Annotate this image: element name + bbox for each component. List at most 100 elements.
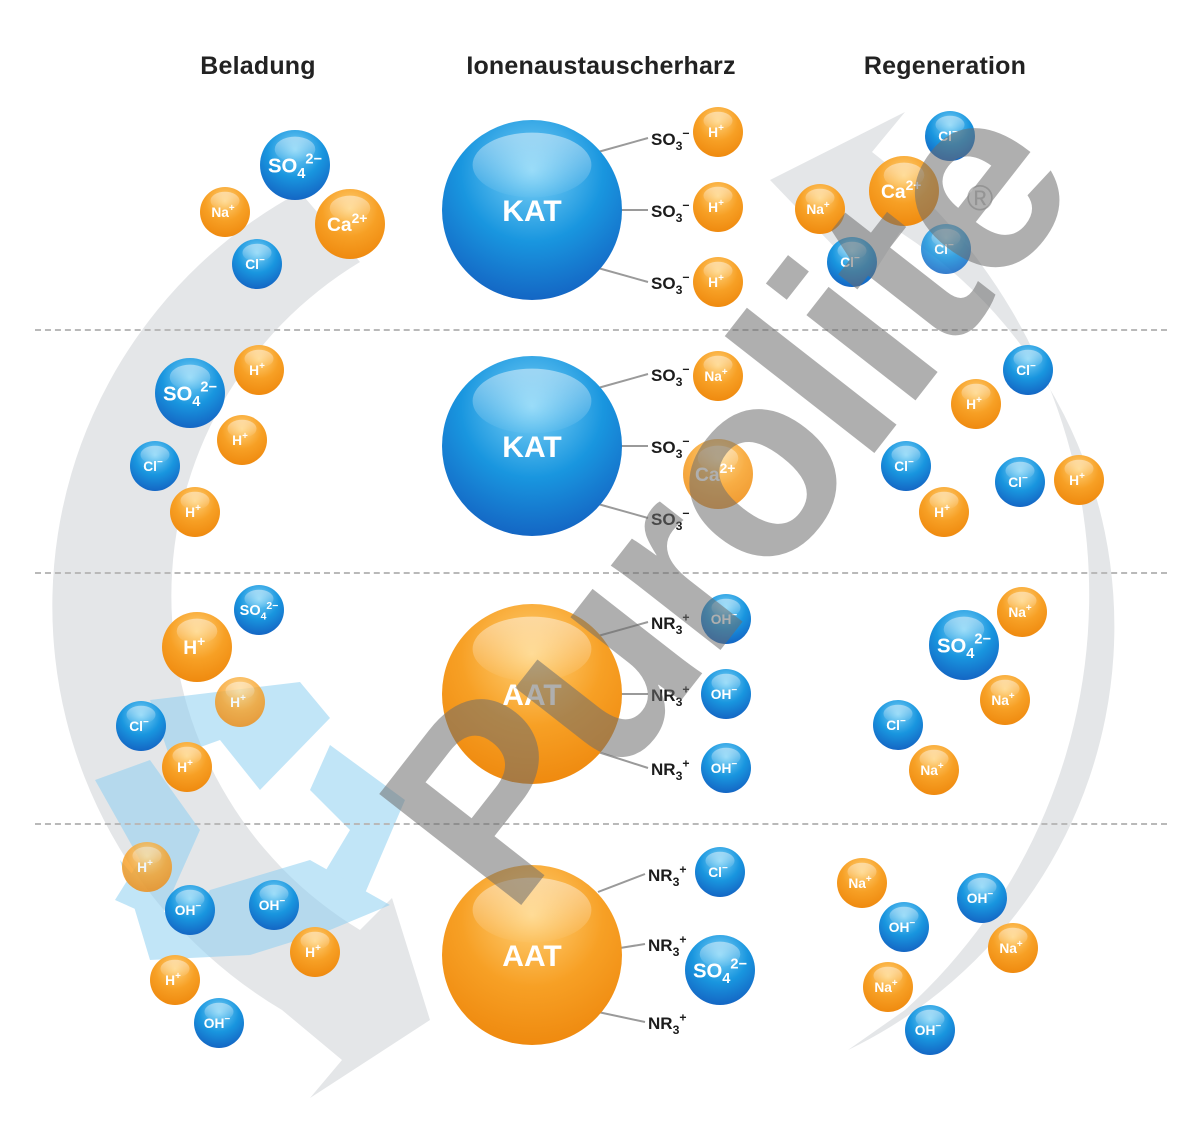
ion-highlight — [935, 115, 965, 134]
bond-line — [597, 621, 649, 637]
ion-cl: Cl− — [995, 457, 1045, 507]
ion-na: Na+ — [909, 745, 959, 795]
resin-bead-kat: SO3−SO3−SO3−KAT — [442, 120, 690, 300]
ion-highlight — [259, 884, 289, 903]
ion-oh: OH− — [701, 743, 751, 793]
bead-label: AAT — [502, 940, 561, 973]
ion-label: Cl− — [840, 253, 860, 270]
ion-h: H+ — [951, 379, 1001, 429]
functional-group-label: NR3+ — [651, 683, 690, 709]
ion-highlight — [703, 355, 733, 374]
ion-label: Ca2+ — [327, 210, 367, 236]
ion-label: OH− — [889, 918, 916, 935]
bead-highlight — [472, 616, 592, 682]
bead-label: KAT — [502, 431, 561, 464]
ion-label: OH− — [711, 685, 738, 702]
ion-h: H+ — [693, 182, 743, 232]
bond-line — [597, 873, 646, 893]
ion-label: Cl− — [129, 717, 149, 734]
ion-na: Na+ — [200, 187, 250, 237]
ion-na: Na+ — [980, 675, 1030, 725]
ion-highlight — [244, 589, 274, 608]
ion-so: SO42− — [155, 358, 225, 428]
ion-label: H+ — [1069, 471, 1085, 488]
ion-oh: OH− — [194, 998, 244, 1048]
ion-cl: Cl− — [881, 441, 931, 491]
ion-highlight — [1005, 461, 1035, 480]
ion-label: OH− — [711, 610, 738, 627]
bead-highlight — [472, 132, 592, 198]
ion-highlight — [915, 1009, 945, 1028]
ion-label: Cl− — [1008, 473, 1028, 490]
ion-label: H+ — [232, 431, 248, 448]
ion-highlight — [132, 846, 162, 865]
resin-bead-aat: NR3+NR3+NR3+AAT — [442, 604, 690, 784]
ion-label: OH− — [175, 901, 202, 918]
ion-highlight — [1064, 459, 1094, 478]
bond-line — [597, 1011, 646, 1023]
ion-label: Cl− — [143, 457, 163, 474]
functional-group-label: SO3− — [651, 435, 690, 461]
functional-group-label: SO3− — [651, 363, 690, 389]
ion-h: H+ — [170, 487, 220, 537]
ion-highlight — [703, 111, 733, 130]
ion-highlight — [967, 877, 997, 896]
functional-group-label: SO3− — [651, 199, 690, 225]
ion-highlight — [160, 959, 190, 978]
ion-highlight — [919, 749, 949, 768]
ion-label: Cl− — [934, 240, 954, 257]
ion-label: Na+ — [999, 939, 1023, 956]
ion-highlight — [883, 704, 913, 723]
ion-highlight — [998, 927, 1028, 946]
functional-group-label: SO3− — [651, 507, 690, 533]
bond-line — [597, 267, 649, 283]
ion-highlight — [703, 261, 733, 280]
ion-h: H+ — [919, 487, 969, 537]
ion-so: SO42− — [685, 935, 755, 1005]
ion-highlight — [961, 383, 991, 402]
ion-label: H+ — [305, 943, 321, 960]
row-divider — [35, 572, 1167, 574]
ion-cl: Cl− — [232, 239, 282, 289]
ion-highlight — [329, 195, 371, 221]
functional-group-label: NR3+ — [648, 933, 687, 959]
ion-h: H+ — [162, 612, 232, 682]
ion-highlight — [210, 191, 240, 210]
ion-label: H+ — [708, 123, 724, 140]
ion-label: SO42− — [163, 379, 217, 410]
ion-highlight — [883, 162, 925, 188]
ion-cl: Cl− — [695, 847, 745, 897]
ion-so: SO42− — [260, 130, 330, 200]
ion-highlight — [891, 445, 921, 464]
ion-label: SO42− — [240, 601, 279, 622]
ion-label: Ca2+ — [881, 177, 921, 203]
loading-header: Beladung — [200, 52, 316, 80]
ion-label: Na+ — [211, 203, 235, 220]
ion-oh: OH− — [165, 885, 215, 935]
ion-highlight — [176, 618, 218, 644]
ion-oh: OH− — [249, 880, 299, 930]
ion-label: Na+ — [848, 874, 872, 891]
ion-highlight — [697, 445, 739, 471]
ion-label: H+ — [165, 971, 181, 988]
ion-h: H+ — [162, 742, 212, 792]
functional-group-label: NR3+ — [651, 611, 690, 637]
ion-label: Cl− — [1016, 361, 1036, 378]
ion-label: OH− — [711, 759, 738, 776]
ion-label: H+ — [230, 693, 246, 710]
ion-label: H+ — [966, 395, 982, 412]
resin-bead-aat: NR3+NR3+NR3+AAT — [442, 863, 687, 1045]
ion-label: H+ — [708, 198, 724, 215]
ion-na: Na+ — [863, 962, 913, 1012]
ion-highlight — [711, 673, 741, 692]
loading-ions: SO42− Na+ Ca2+ Cl− SO42− H+ H+ Cl− H+ H+ SO42− H+ Cl… — [116, 130, 385, 1048]
ion-label: OH− — [204, 1014, 231, 1031]
bond-line — [619, 943, 646, 949]
ion-oh: OH− — [905, 1005, 955, 1055]
resin-bead-kat: SO3− SO3− SO3− KAT — [442, 356, 690, 536]
ion-h: H+ — [693, 107, 743, 157]
ion-highlight — [172, 746, 202, 765]
ion-cl: Cl− — [116, 701, 166, 751]
